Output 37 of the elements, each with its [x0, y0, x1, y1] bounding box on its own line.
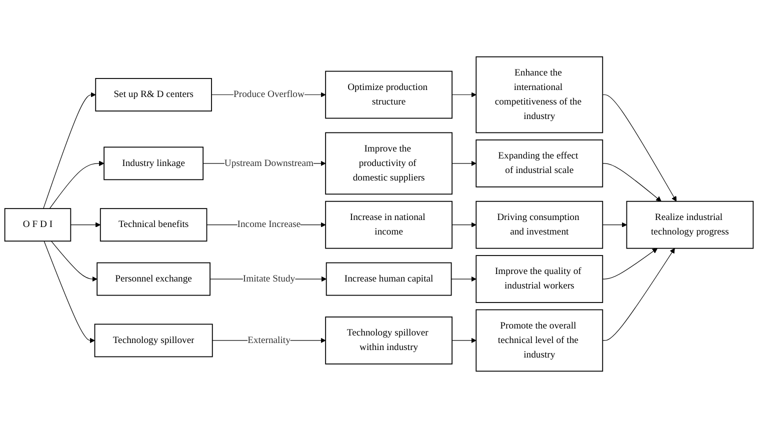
- edge-label: Imitate Study: [242, 274, 296, 284]
- arrow: [50, 240, 98, 282]
- node-box: Technology spillover: [94, 324, 213, 358]
- arrow: [44, 240, 95, 344]
- node-box: Technical benefits: [100, 208, 208, 242]
- node-box: Improve the productivity of domestic suppliers: [325, 132, 452, 195]
- node-box: Realize industrial technology progress: [626, 200, 754, 249]
- edge-label: Upstream Downstream: [224, 158, 314, 168]
- edge-label: Income Increase: [237, 219, 301, 230]
- node-box: Expanding the effect of industrial scale: [476, 139, 604, 188]
- arrow: [49, 160, 104, 209]
- arrow: [452, 160, 476, 166]
- node-box: Technology spillover within industry: [325, 316, 452, 364]
- node-box: Personnel exchange: [96, 262, 210, 296]
- node-box: Enhance the international competitiveness of the industry: [476, 56, 604, 134]
- node-box: Increase in national income: [325, 200, 452, 249]
- arrow: [452, 222, 476, 228]
- node-box: O F D I: [4, 208, 72, 242]
- arrow: [602, 248, 675, 341]
- arrow: [602, 222, 627, 228]
- arrow: [452, 92, 476, 98]
- arrow: [451, 276, 476, 282]
- arrow: [602, 163, 662, 202]
- node-box: Optimize production structure: [325, 70, 452, 119]
- arrow: [602, 248, 658, 280]
- node-box: Increase human capital: [326, 262, 452, 296]
- node-box: Industry linkage: [104, 146, 204, 180]
- node-box: Set up R& D centers: [95, 78, 212, 112]
- arrow: [43, 92, 96, 209]
- arrow: [70, 222, 101, 228]
- edge-label: Produce Overflow: [234, 89, 304, 100]
- node-box: Driving consumption and investment: [476, 200, 604, 249]
- arrow: [452, 338, 476, 344]
- arrow: [602, 94, 677, 202]
- node-box: Improve the quality of industrial workers: [476, 255, 604, 303]
- edge-label: Externality: [248, 335, 290, 346]
- node-box: Promote the overall technical level of the industry: [476, 309, 604, 372]
